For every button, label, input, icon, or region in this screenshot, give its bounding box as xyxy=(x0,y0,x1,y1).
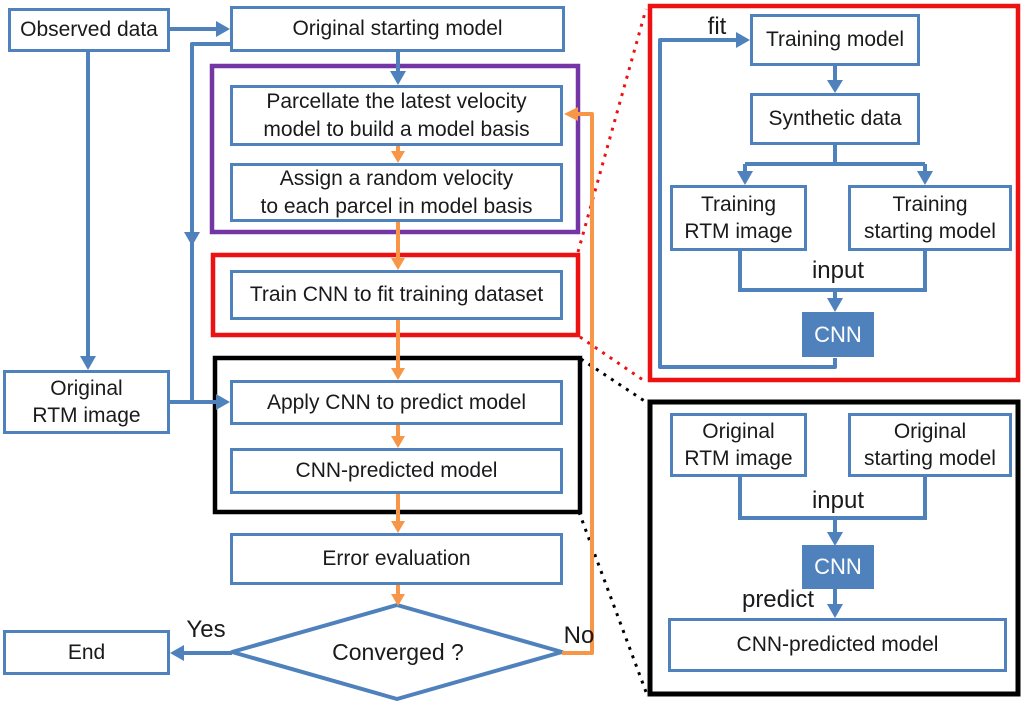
original-starting-model-box: Original starting model xyxy=(230,6,565,52)
observed-data-box: Observed data xyxy=(8,8,170,52)
converged-label: Converged ? xyxy=(332,638,464,665)
training-rtm-image-box: Training RTM image xyxy=(670,185,807,251)
black-zoom-dotted-connectors xyxy=(577,357,648,693)
panel-original-rtm-image-box: Original RTM image xyxy=(670,413,807,477)
training-model-box: Training model xyxy=(750,14,920,66)
yes-label: Yes xyxy=(186,616,226,643)
synthetic-data-box: Synthetic data xyxy=(750,93,920,145)
panel-cnn-predicted-model-box: CNN-predicted model xyxy=(668,618,1007,672)
apply-cnn-box: Apply CNN to predict model xyxy=(230,380,563,425)
prediction-cnn-box: CNN xyxy=(802,545,874,589)
blue-arrowheads xyxy=(80,21,933,661)
cnn-predicted-model-box: CNN-predicted model xyxy=(230,448,563,494)
prediction-panel-outline xyxy=(647,399,1021,697)
predict-label: predict xyxy=(741,586,815,613)
orange-arrowheads xyxy=(391,107,578,606)
training-starting-model-box: Training starting model xyxy=(848,185,1012,251)
purple-group-outline xyxy=(209,63,581,235)
panel-original-starting-model-box: Original starting model xyxy=(848,413,1012,477)
error-evaluation-box: Error evaluation xyxy=(230,533,563,585)
parcellate-box: Parcellate the latest velocity model to … xyxy=(230,85,563,146)
training-panel-outline xyxy=(647,3,1021,383)
blue-connector-lines xyxy=(86,27,927,655)
assign-random-velocity-box: Assign a random velocity to each parcel … xyxy=(230,163,563,222)
prediction-input-label: input xyxy=(811,487,865,514)
training-cnn-box: CNN xyxy=(802,312,874,357)
end-box: End xyxy=(3,630,170,675)
training-input-label: input xyxy=(811,257,865,284)
original-rtm-image-box: Original RTM image xyxy=(3,370,170,434)
no-label: No xyxy=(563,622,595,649)
orange-connector-lines xyxy=(396,112,594,655)
fit-label: fit xyxy=(707,13,727,40)
red-zoom-dotted-connectors xyxy=(576,8,648,384)
train-cnn-box: Train CNN to fit training dataset xyxy=(230,270,563,320)
red-group-outline xyxy=(210,252,581,338)
